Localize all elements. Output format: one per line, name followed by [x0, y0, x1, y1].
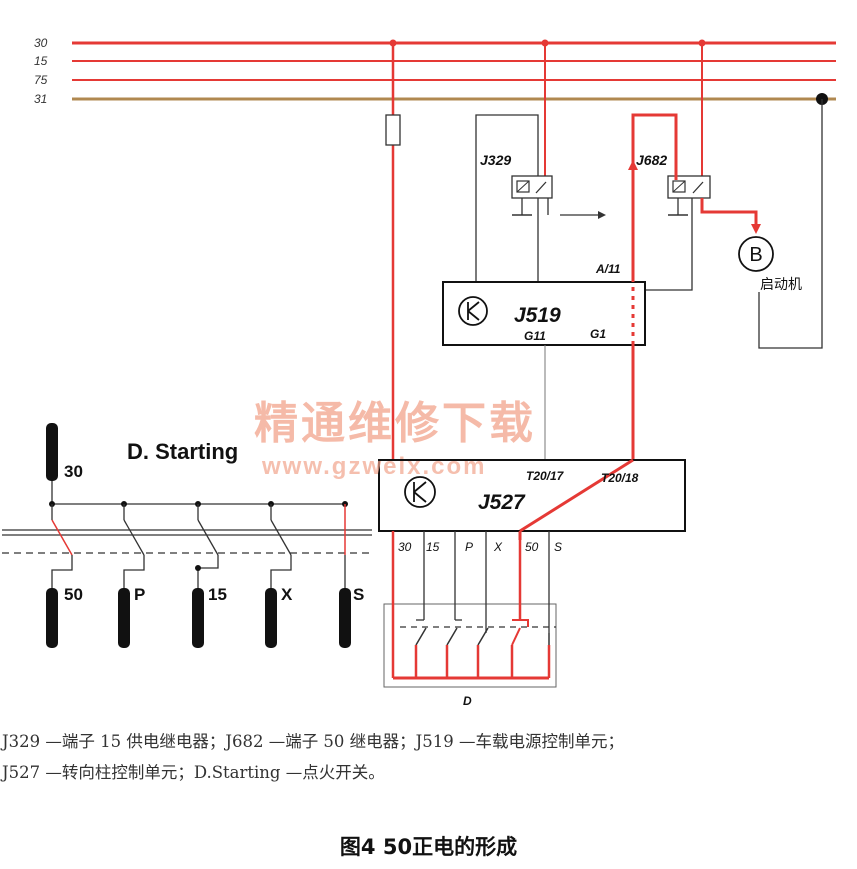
term-50-label: 50: [525, 540, 539, 554]
term-p-label: P: [465, 540, 473, 554]
j329-label: J329: [480, 152, 511, 168]
red-signal-wire: [631, 113, 678, 282]
pin-t20-18-label: T20/18: [601, 471, 639, 485]
relay-coil: [672, 180, 686, 193]
watermark-text: 精通维修下载: [254, 398, 536, 449]
starter-letter: B: [749, 244, 762, 266]
pin-g1-label: G1: [590, 327, 606, 341]
term-s-label: S: [554, 540, 562, 554]
switch-contact: [270, 519, 292, 556]
transistor-icon: [458, 296, 488, 326]
j527-box: [378, 459, 686, 532]
figure-caption: 图4 50正电的形成: [339, 835, 518, 859]
relay-j682: J682: [636, 43, 761, 291]
pin-t20-17-label: T20/17: [526, 469, 565, 483]
rail-31-label: 31: [34, 92, 47, 106]
j519-box: [442, 281, 646, 346]
switch-contact: [415, 627, 427, 646]
control-unit-j527: J527 T20/17 T20/18 30 15 P X 50 S: [378, 458, 686, 554]
post-x: [265, 588, 277, 648]
switch-contact: [123, 519, 145, 556]
post-15: [192, 588, 204, 648]
relay-coil: [516, 180, 530, 193]
j519-label: J519: [514, 304, 561, 327]
rail-30-label: 30: [34, 36, 48, 50]
terminal-30-feed: [385, 43, 401, 480]
pin-a11-label: A/11: [595, 262, 621, 276]
post-p-label: P: [134, 585, 145, 604]
post-p: [118, 588, 130, 648]
wiring-diagram: 30 15 75 31 J329: [2, 36, 836, 708]
arrow-head: [598, 211, 606, 219]
ignition-switch: 30 D. Starting 50: [2, 423, 372, 648]
j682-label: J682: [636, 152, 667, 168]
starter-feed-wire: [700, 198, 758, 228]
relay-contact: [535, 181, 547, 194]
switch-block-d: D: [383, 531, 557, 708]
post-s: [339, 588, 351, 648]
arrow-head: [628, 160, 638, 170]
fuse: [385, 114, 401, 146]
switch-contact: [511, 627, 521, 646]
post-x-label: X: [281, 585, 293, 604]
rail-75-label: 75: [34, 73, 48, 87]
starter-label: 启动机: [760, 277, 802, 293]
pin-g11-label: G11: [524, 329, 546, 343]
rail-15-label: 15: [34, 54, 48, 68]
relay-box: [667, 175, 711, 199]
switch-contact: [51, 519, 73, 556]
post-s-label: S: [353, 585, 364, 604]
switch-contact: [477, 627, 489, 646]
starter-motor: B 启动机: [738, 99, 823, 349]
post-30-label: 30: [64, 462, 83, 481]
switch-block-label: D: [463, 694, 472, 708]
post-15-label: 15: [208, 585, 227, 604]
switch-contact: [446, 627, 458, 646]
power-rails: 30 15 75 31: [34, 36, 836, 106]
switch-block-frame: [383, 603, 557, 688]
starter-symbol: [738, 236, 774, 272]
legend-line-2: J527 —转向柱控制单元；D.Starting —点火开关。: [2, 763, 385, 782]
starter-ground-wire: [758, 99, 823, 349]
relay-j329: J329: [475, 43, 606, 282]
post-30: [46, 423, 58, 481]
legend: J329 —端子 15 供电继电器；J682 —端子 50 继电器；J519 —…: [2, 726, 852, 788]
relay-control-wire: [475, 114, 539, 282]
post-50: [46, 588, 58, 648]
watermark: 精通维修下载 www.gzweix.com: [254, 398, 536, 480]
relay-contact: [692, 181, 704, 194]
term-15-label: 15: [426, 540, 440, 554]
control-unit-j519: J519 A/11 G11 G1: [442, 262, 646, 346]
post-50-label: 50: [64, 585, 83, 604]
relay-box: [511, 175, 553, 199]
ignition-title: D. Starting: [127, 439, 238, 464]
term-x-label: X: [493, 540, 503, 554]
j527-label: J527: [478, 491, 526, 514]
watermark-url: www.gzweix.com: [261, 453, 487, 480]
arrow-head: [751, 224, 761, 234]
relay-control-wire: [645, 198, 693, 291]
term-30-label: 30: [398, 540, 412, 554]
transistor-icon: [404, 476, 436, 508]
legend-line-1: J329 —端子 15 供电继电器；J682 —端子 50 继电器；J519 —…: [2, 732, 625, 751]
switch-contact: [197, 519, 219, 556]
